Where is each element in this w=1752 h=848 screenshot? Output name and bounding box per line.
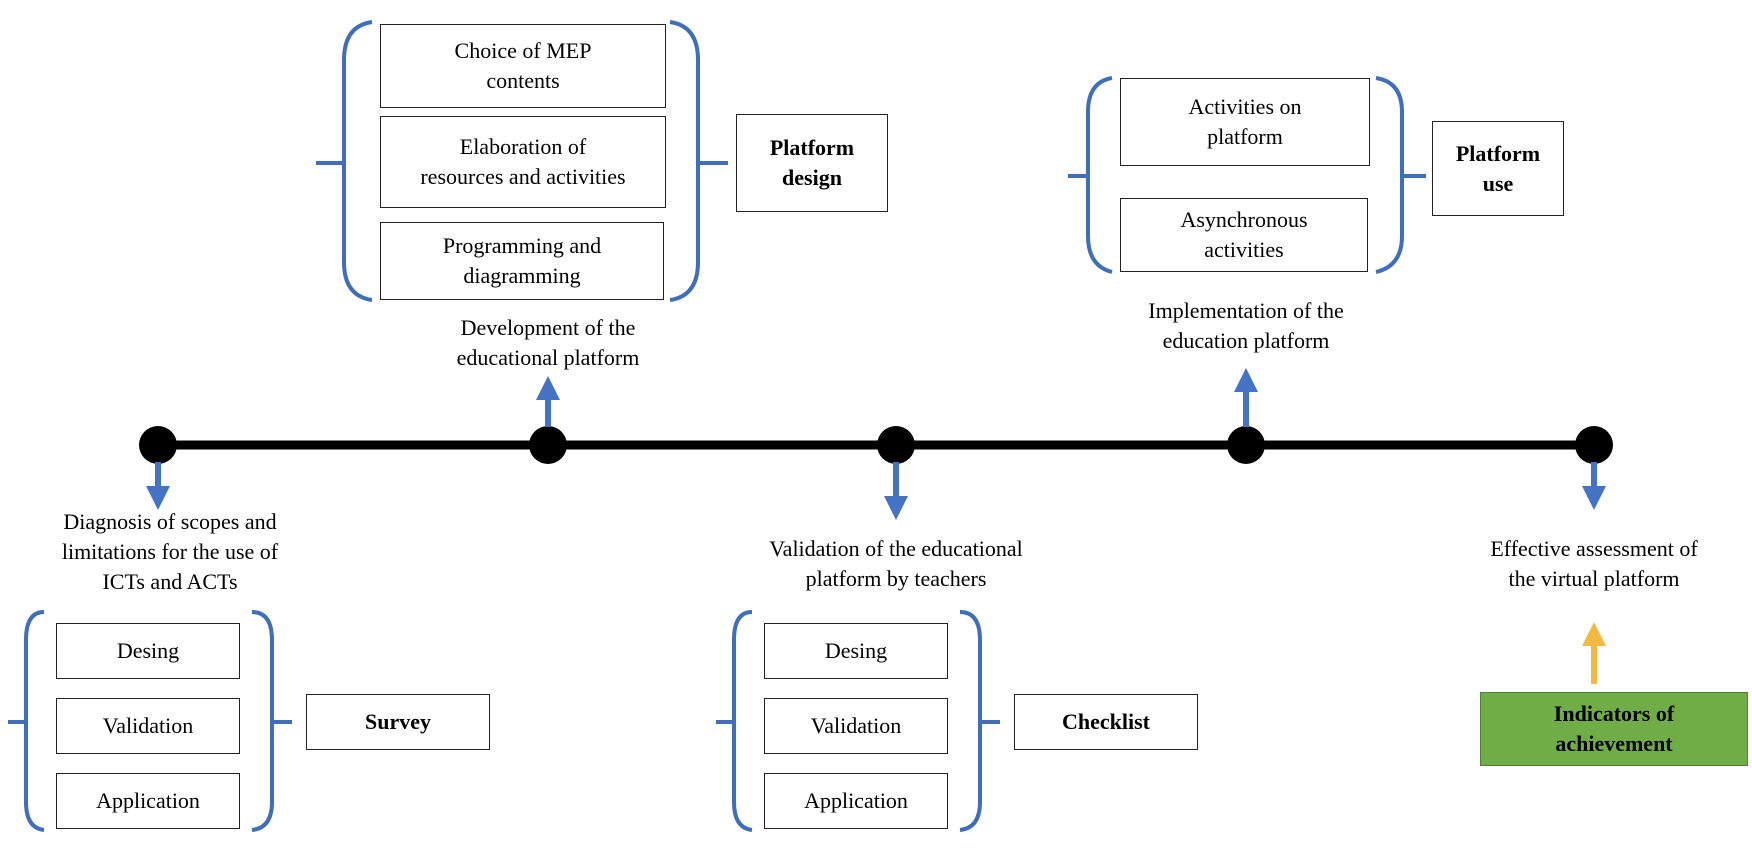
milestone-label-validation: Validation of the educational platform b…: [769, 536, 1023, 591]
milestone-dot-2: [529, 426, 567, 464]
survey-result-box: Survey: [306, 694, 490, 750]
use-item-activities: Activities on platform: [1120, 78, 1370, 166]
survey-item-validation: Validation: [56, 698, 240, 754]
brace-group-design: [316, 20, 728, 302]
survey-item-desing: Desing: [56, 623, 240, 679]
checklist-result-box: Checklist: [1014, 694, 1198, 750]
design-item-mep-contents: Choice of MEP contents: [380, 24, 666, 108]
use-result-box: Platform use: [1432, 121, 1564, 216]
use-item-asynchronous: Asynchronous activities: [1120, 198, 1368, 272]
milestone-label-assessment: Effective assessment of the virtual plat…: [1490, 536, 1698, 591]
design-result-box: Platform design: [736, 114, 888, 212]
milestone-label-development: Development of the educational platform: [456, 315, 640, 370]
milestone-dot-3: [877, 426, 915, 464]
checklist-item-desing: Desing: [764, 623, 948, 679]
milestone-dot-4: [1227, 426, 1265, 464]
brace-group-use: [1068, 76, 1426, 274]
design-item-programming: Programming and diagramming: [380, 222, 664, 300]
milestone-label-implementation: Implementation of the education platform: [1148, 298, 1344, 353]
checklist-item-application: Application: [764, 773, 948, 829]
checklist-item-validation: Validation: [764, 698, 948, 754]
milestone-dot-1: [139, 426, 177, 464]
brace-group-survey: [8, 610, 292, 832]
milestone-dot-5: [1575, 426, 1613, 464]
brace-group-checklist: [716, 610, 1000, 832]
milestone-label-diagnosis: Diagnosis of scopes and limitations for …: [61, 509, 279, 594]
design-item-elaboration: Elaboration of resources and activities: [380, 116, 666, 208]
survey-item-application: Application: [56, 773, 240, 829]
indicators-box: Indicators of achievement: [1480, 692, 1748, 766]
